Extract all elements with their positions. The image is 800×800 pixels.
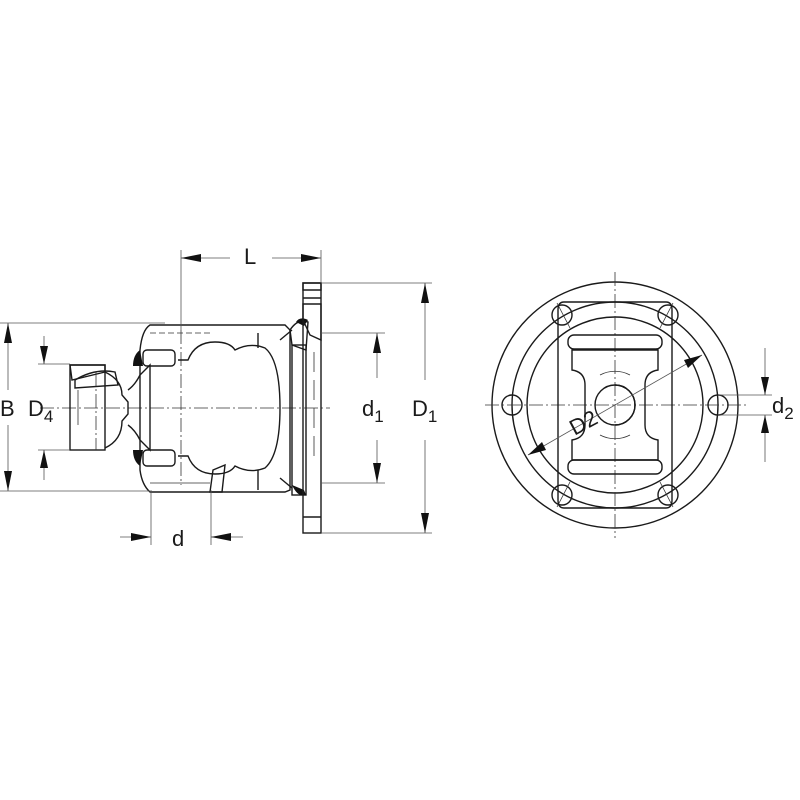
label-D1: D1: [412, 396, 438, 426]
coil-ring: [291, 344, 307, 496]
label-B: B: [0, 396, 15, 421]
coil-top: [567, 334, 663, 350]
label-L: L: [244, 244, 257, 269]
dimension-d2: [718, 348, 772, 462]
dimension-D1: [321, 282, 432, 534]
thread-bolt-top: [142, 349, 176, 367]
thread-bolt-bottom: [142, 449, 176, 467]
label-D4: D4: [28, 396, 54, 426]
label-d2: d2: [772, 393, 794, 423]
dimension-D2: [527, 354, 703, 456]
dimension-B: [0, 322, 165, 492]
label-d1: d1: [362, 396, 384, 426]
flange: [302, 282, 322, 534]
dimension-d: [120, 490, 243, 545]
end-view: [485, 272, 772, 538]
side-view: [0, 250, 432, 545]
cross-body: [571, 349, 659, 461]
end-cap: [69, 363, 151, 452]
dimension-L: [180, 250, 322, 330]
dimension-D4: [38, 336, 70, 480]
label-d: d: [172, 526, 185, 551]
yoke-outline: [557, 301, 673, 509]
dimension-d1: [321, 332, 385, 484]
yoke-housing: [133, 324, 293, 493]
